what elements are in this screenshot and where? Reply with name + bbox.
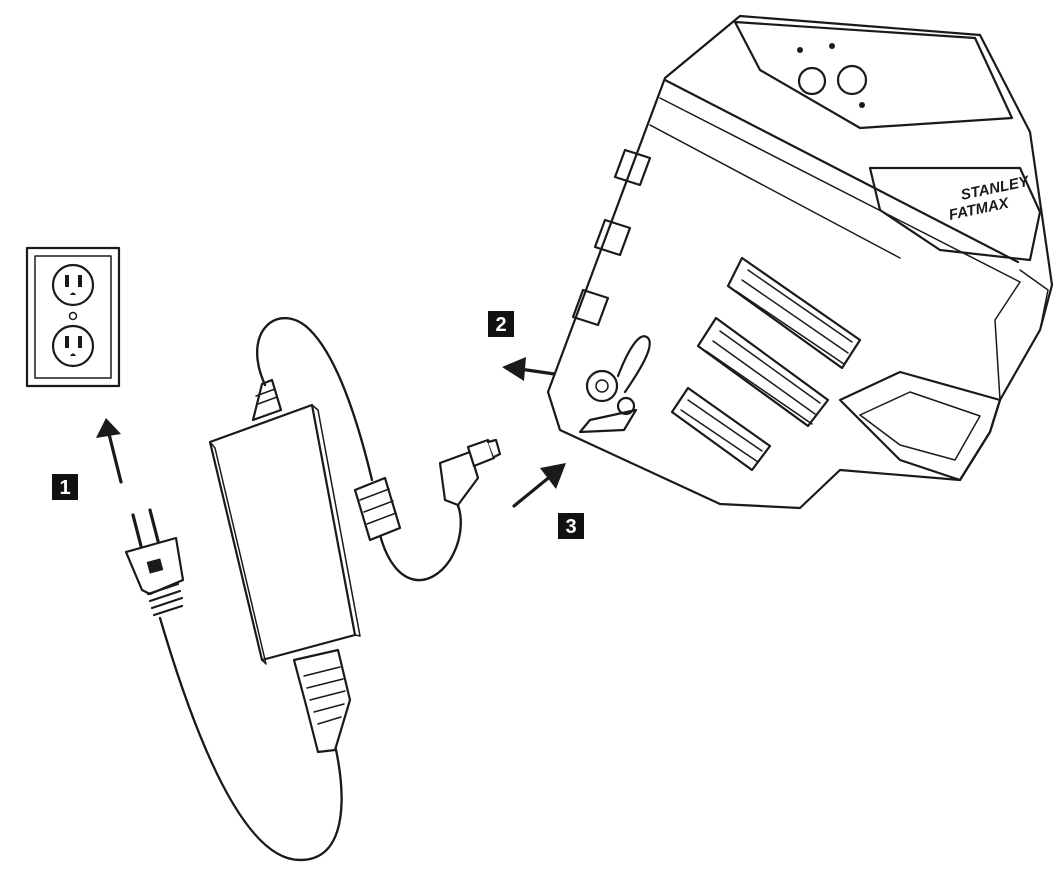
power-adapter-icon [210,380,360,752]
step-1-number: 1 [59,477,70,499]
ferrite-core [355,478,400,540]
device-body: STANLEY FATMAX [548,16,1052,508]
arrow-icon [514,463,566,506]
step-1-label: 1 [52,474,78,500]
arrow-icon [96,418,121,482]
step-2-number: 2 [495,314,506,336]
wall-outlet-icon [27,248,119,386]
step-3-label: 3 [558,513,584,539]
step-2-label: 2 [488,311,514,337]
ac-plug-icon [126,510,183,615]
step-3-number: 3 [565,516,576,538]
dc-connector-icon [440,440,500,505]
